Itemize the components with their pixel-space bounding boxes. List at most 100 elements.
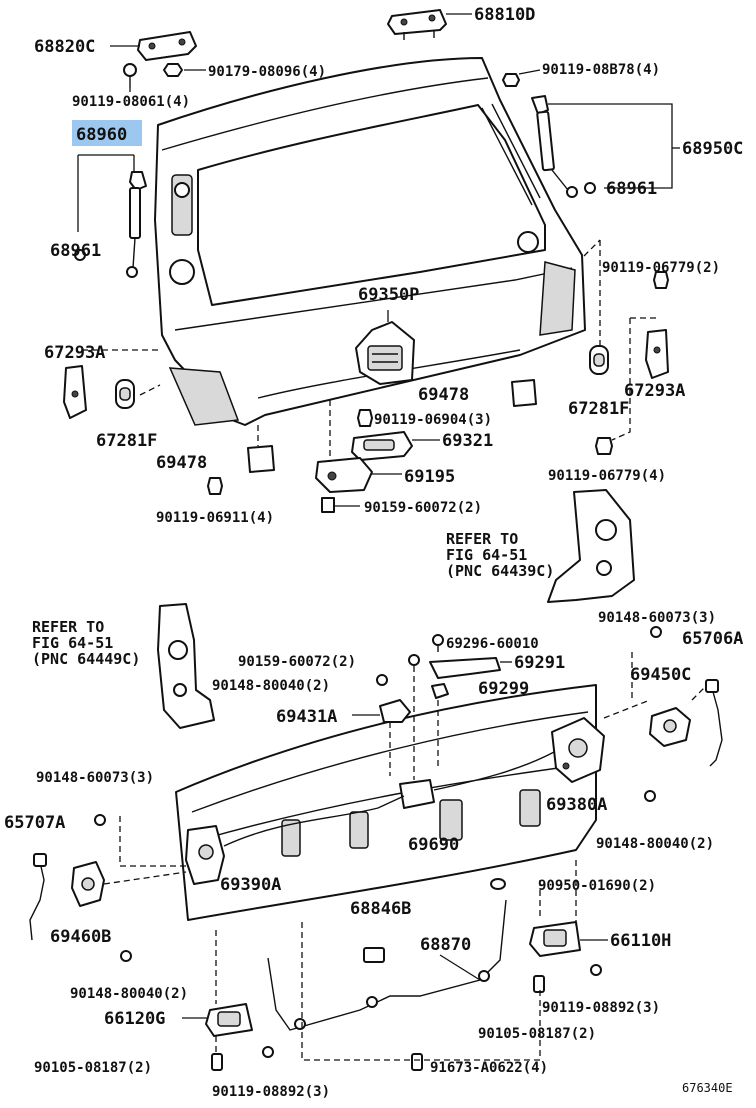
label-90119-06779-bottom: 90119-06779(4) — [548, 468, 666, 484]
screw-69296-60010 — [432, 634, 444, 652]
label-66120G: 66120G — [104, 1009, 165, 1029]
bolt-91673-A0622 — [411, 1053, 423, 1071]
label-90119-08892-left: 90119-08892(3) — [212, 1084, 330, 1100]
bolt-90119-06904 — [357, 409, 373, 427]
grommet-90950 — [490, 878, 506, 890]
cushion-67281F-right — [589, 345, 609, 375]
label-90159-60072-top: 90159-60072(2) — [364, 500, 482, 516]
back-door-panel — [154, 57, 586, 426]
actuator-66120G — [205, 1003, 253, 1037]
refer-right-line1: REFER TO — [446, 530, 518, 548]
bushing-69299 — [431, 683, 449, 699]
garnish-left-64449C — [157, 603, 215, 729]
label-90148-60073-right: 90148-60073(3) — [598, 610, 716, 626]
label-68846B: 68846B — [350, 899, 411, 919]
bolt-90148-60073-right — [650, 626, 662, 638]
hinge-68820C — [137, 31, 197, 61]
bolt-90119-08B78 — [502, 73, 520, 87]
hinge-68810D — [387, 9, 447, 40]
rod-69291 — [429, 657, 501, 679]
label-90950-01690: 90950-01690(2) — [538, 878, 656, 894]
label-90179-08096: 90179-08096(4) — [208, 64, 326, 80]
label-90119-06779-top: 90119-06779(2) — [602, 260, 720, 276]
highlight-68960 — [72, 120, 142, 146]
cable-68870 — [267, 899, 507, 1031]
label-91673-A0622: 91673-A0622(4) — [430, 1060, 548, 1076]
refer-left-line2: FIG 64-51 — [32, 634, 113, 652]
label-68810D: 68810D — [474, 5, 535, 25]
screw-90148-80040-mid — [376, 674, 388, 686]
label-67281F-right: 67281F — [568, 399, 629, 419]
refer-left-line1: REFER TO — [32, 618, 104, 636]
label-66110H: 66110H — [610, 931, 671, 951]
refer-right-line2: FIG 64-51 — [446, 546, 527, 564]
lock-69390A — [185, 825, 225, 885]
bolt-90119-06779-bottom — [595, 437, 613, 455]
label-69321: 69321 — [442, 431, 493, 451]
label-69460B: 69460B — [50, 927, 111, 947]
diagram-code: 676340E — [682, 1081, 733, 1095]
label-67281F-left: 67281F — [96, 431, 157, 451]
label-90148-80040-right: 90148-80040(2) — [596, 836, 714, 852]
bumper-69478-right — [511, 379, 537, 407]
stopper-67293A-right — [645, 329, 669, 379]
label-65706A: 65706A — [682, 629, 743, 649]
bolt-90119-08892-right — [590, 964, 602, 976]
bumper-69478-left — [247, 445, 275, 473]
label-90148-60073-left: 90148-60073(3) — [36, 770, 154, 786]
label-90148-80040-mid: 90148-80040(2) — [212, 678, 330, 694]
label-69299: 69299 — [478, 679, 529, 699]
label-67293A-left: 67293A — [44, 343, 105, 363]
control-69690 — [399, 779, 435, 809]
lower-back-door-panel — [175, 684, 597, 921]
label-69478-left: 69478 — [156, 453, 207, 473]
bolt-90148-80040-right — [644, 790, 656, 802]
strut-68960 — [74, 171, 147, 278]
harness-65707A — [29, 853, 47, 941]
bolt-90119-08061 — [123, 63, 137, 88]
label-69296-60010: 69296-60010 — [446, 636, 539, 652]
bolt-90159-60072-top — [321, 497, 335, 513]
label-69350P: 69350P — [358, 285, 419, 305]
label-90119-06904: 90119-06904(3) — [374, 412, 492, 428]
strut-68950C — [531, 95, 596, 198]
screw-90159-60072-mid — [408, 654, 420, 666]
handle-69431A — [379, 699, 411, 723]
refer-left-line3: (PNC 64449C) — [32, 650, 140, 668]
label-69291: 69291 — [514, 653, 565, 673]
part-labels: 68810D 68820C 90179-08096(4) 90119-08B78… — [4, 5, 743, 1100]
handle-69350P — [355, 321, 415, 385]
bolt-90119-08892-left — [262, 1046, 274, 1058]
label-69431A: 69431A — [276, 707, 337, 727]
actuator-66110H — [529, 921, 581, 957]
label-69380A: 69380A — [546, 795, 607, 815]
label-90105-08187-left: 90105-08187(2) — [34, 1060, 152, 1076]
label-69195: 69195 — [404, 467, 455, 487]
label-68820C: 68820C — [34, 37, 95, 57]
label-90148-80040-left: 90148-80040(2) — [70, 986, 188, 1002]
switch-69450C — [649, 707, 691, 747]
label-90119-08892-right: 90119-08892(3) — [542, 1000, 660, 1016]
label-90105-08187-right: 90105-08187(2) — [478, 1026, 596, 1042]
label-90119-06911: 90119-06911(4) — [156, 510, 274, 526]
label-68950C: 68950C — [682, 139, 743, 159]
bolt-90119-06779-top — [653, 271, 669, 289]
label-65707A: 65707A — [4, 813, 65, 833]
switch-69460B — [71, 861, 105, 907]
refer-right-line3: (PNC 64439C) — [446, 562, 554, 580]
lock-69380A — [551, 717, 605, 783]
seal-69321 — [351, 431, 413, 461]
bolt-90148-80040-left — [120, 950, 132, 962]
bolt-90105-08187-right — [533, 975, 545, 993]
bracket-69195 — [315, 457, 373, 493]
harness-65706A — [705, 679, 723, 767]
label-69450C: 69450C — [630, 665, 691, 685]
label-69690: 69690 — [408, 835, 459, 855]
label-90119-08061: 90119-08061(4) — [72, 94, 190, 110]
label-90159-60072-mid: 90159-60072(2) — [238, 654, 356, 670]
label-90119-08B78: 90119-08B78(4) — [542, 62, 660, 78]
nut-90179-08096 — [163, 63, 183, 77]
label-68961-right: 68961 — [606, 179, 657, 199]
cushion-67281F-left — [115, 379, 135, 409]
